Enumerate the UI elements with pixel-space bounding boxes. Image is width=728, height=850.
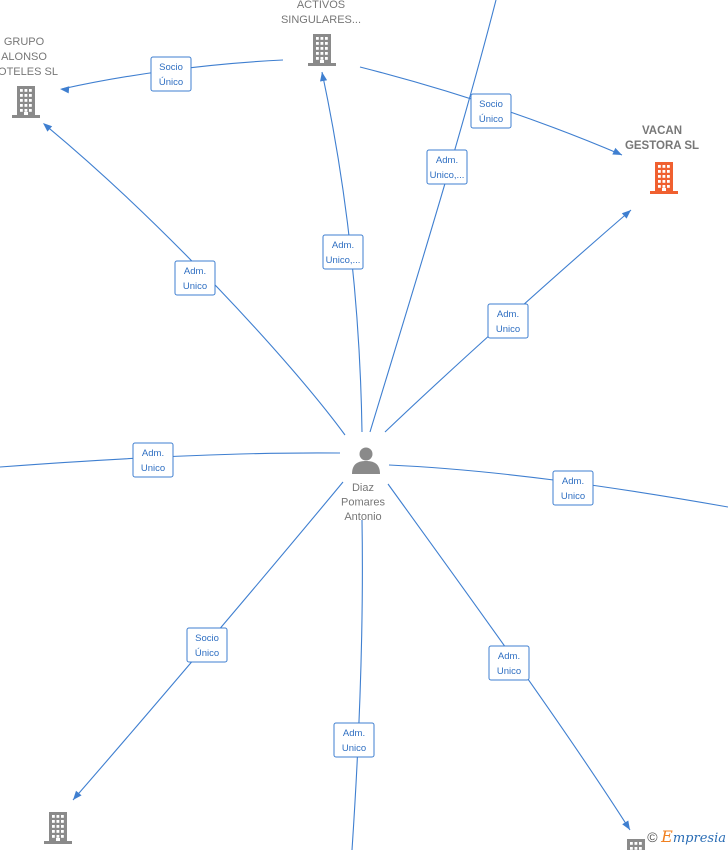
building-icon [650,162,678,194]
edge-label-text: Único [479,114,503,125]
edge-arrowhead-e5 [43,123,53,132]
edge-label-e4[interactable]: Adm. Unico,... [322,234,364,270]
edge-label-text: Adm. [343,728,365,739]
node-label-grupo: ALONSO [1,51,47,63]
node-label-person: Diaz [352,482,374,494]
edge-label-text: Unico [183,281,207,292]
edge-label-text: Socio [195,633,219,644]
edge-label-text: Unico [141,463,165,474]
copyright-symbol: © [647,829,658,845]
edge-arrowhead-e11 [622,820,630,830]
edge-label-text: Adm. [436,155,458,166]
edge-arrowhead-e2 [612,147,622,155]
edge-label-text: Adm. [562,476,584,487]
building-icon [308,34,336,66]
edge-label-e8[interactable]: Adm. Unico [552,470,594,506]
node-grupo[interactable]: GRUPO ALONSO HOTELES SL [0,36,58,118]
edge-label-text: Adm. [142,448,164,459]
node-label-activos: SINGULARES... [281,14,361,26]
empresia-watermark: © Empresia [647,827,726,846]
edge-arrowhead-e1 [60,86,70,94]
building-icon [627,839,645,850]
edge-label-box [488,645,530,681]
edge-label-text: Adm. [184,266,206,277]
edge-label-e10[interactable]: Adm. Unico [333,722,375,758]
node-label-person: Pomares [341,497,386,509]
node-label-vacan: VACAN [642,125,682,137]
node-label-grupo: GRUPO [4,36,45,48]
edge-label-box [322,234,364,270]
building-icon [12,86,40,118]
edge-label-text: Unico,... [430,170,465,181]
node-label-vacan: GESTORA SL [625,140,699,152]
node-label-grupo: HOTELES SL [0,66,58,78]
edge-label-e11[interactable]: Adm. Unico [488,645,530,681]
edge-label-box [174,260,216,296]
edge-arrowhead-e6 [621,210,631,219]
building-icon [44,812,72,844]
edge-label-e5[interactable]: Adm. Unico [174,260,216,296]
nodes-layer: ACTIVOS SINGULARES... GRUPO ALONSO HOTELES S… [0,0,699,850]
edge-label-box [132,442,174,478]
brand-rest: mpresia [672,831,726,846]
edge-arrowhead-e9 [73,790,82,800]
edge-label-text: Unico [496,324,520,335]
edge-label-text: Adm. [498,651,520,662]
edge-label-box [487,303,529,339]
edge-label-e7[interactable]: Adm. Unico [132,442,174,478]
edge-line-e3 [369,0,497,433]
node-activos[interactable]: ACTIVOS SINGULARES... [281,0,361,66]
edge-label-box [333,722,375,758]
person-icon [352,447,380,474]
edge-line-e7 [0,452,341,468]
edge-label-text: Adm. [497,309,519,320]
node-vacan[interactable]: VACAN GESTORA SL [625,125,699,194]
edge-labels-layer: SocioÚnicoSocioÚnicoAdm.Unico,...Adm.Uni… [132,56,594,758]
edge-label-text: Adm. [332,240,354,251]
edge-label-box [552,470,594,506]
edge-label-text: Socio [159,62,183,73]
edge-line-e5 [43,123,346,436]
edge-label-text: Unico [342,743,366,754]
node-label-person: Antonio [344,511,381,523]
edge-label-text: Socio [479,99,503,110]
edge-label-text: Unico [561,491,585,502]
edge-label-e3[interactable]: Adm. Unico,... [426,149,468,185]
edge-label-e6[interactable]: Adm. Unico [487,303,529,339]
edge-label-box [426,149,468,185]
node-bottom_left[interactable] [44,812,72,844]
node-bottom_right[interactable] [622,839,650,850]
edge-arrowhead-e4 [320,72,328,82]
edge-label-text: Unico [497,666,521,677]
edge-label-text: Unico,... [326,255,361,266]
edge-label-box [186,627,228,663]
edge-label-box [470,93,512,129]
edge-label-box [150,56,192,92]
edge-line-e10 [351,519,363,850]
node-label-activos: ACTIVOS [297,0,345,11]
edge-label-text: Único [195,648,219,659]
edge-label-text: Único [159,77,183,88]
brand-initial: E [661,827,673,846]
